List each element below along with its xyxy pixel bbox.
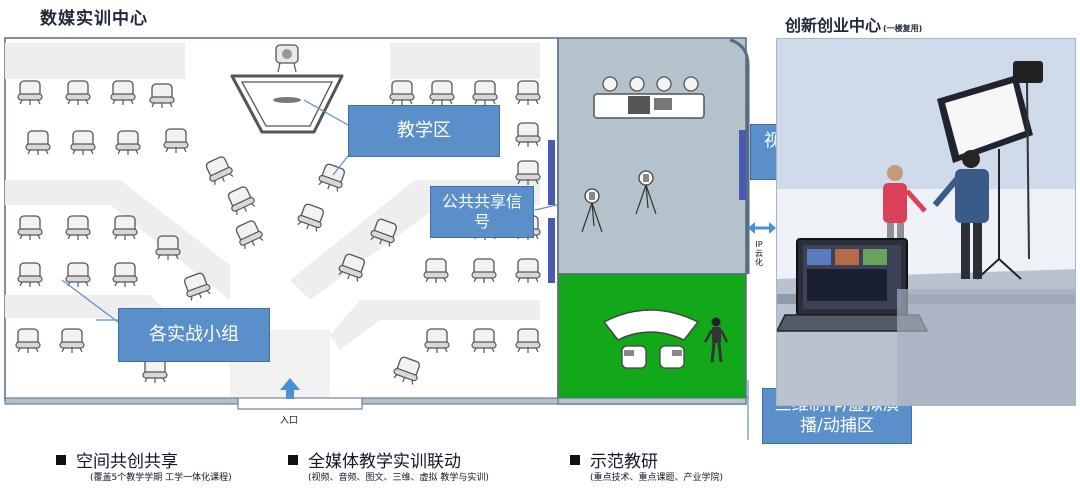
laptop-switcher-icon <box>777 238 929 332</box>
control-console <box>593 76 705 119</box>
title-innovation-center-text: 创新创业中心 <box>785 16 882 35</box>
chair <box>70 130 96 156</box>
chair <box>142 358 168 384</box>
softbox-light-icon <box>937 75 1033 280</box>
zone-label-teaching: 教学区 <box>348 105 500 157</box>
floor-rail-low-right <box>330 300 540 350</box>
chair <box>471 328 497 354</box>
zone-label-groups: 各实战小组 <box>118 308 270 362</box>
chair <box>515 258 541 284</box>
green-screen-stage <box>602 309 729 369</box>
studio-photo <box>776 38 1076 406</box>
bullet-3-sub: (重点技术、重点课题、产业学院) <box>590 473 724 483</box>
mocap-performer-icon <box>703 317 729 363</box>
chair <box>110 80 136 106</box>
floor-rail-top-left <box>5 43 185 79</box>
chair <box>112 262 138 288</box>
chair <box>471 258 497 284</box>
bullet-square-icon <box>288 455 298 465</box>
leader-line-groups <box>61 279 119 323</box>
chair <box>65 80 91 106</box>
chair <box>115 130 141 156</box>
chair <box>25 130 51 156</box>
floor-rail-low-left <box>5 295 185 340</box>
chair <box>424 328 450 354</box>
zone-label-public-signal: 公共共享信号 <box>430 186 534 238</box>
chair <box>155 235 181 261</box>
chair <box>515 160 541 186</box>
bullet-1-title: 空间共创共享 <box>76 452 178 472</box>
connector-bar-3 <box>739 130 746 200</box>
chair <box>17 215 43 241</box>
bottom-wall-right <box>557 397 747 405</box>
ip-double-arrow-icon <box>748 222 776 234</box>
bullet-2-title: 全媒体教学实训联动 <box>308 452 461 472</box>
teacher-desk <box>230 44 344 134</box>
chair <box>472 80 498 106</box>
chair <box>65 262 91 288</box>
studio-photo-drawing <box>777 39 1075 405</box>
floor-rail-diag-left <box>5 180 230 300</box>
chair <box>112 215 138 241</box>
bullet-square-icon <box>56 455 66 465</box>
chair <box>515 80 541 106</box>
connector-bar-2 <box>548 218 555 283</box>
spot-light-icon <box>1013 61 1043 260</box>
control-room <box>557 37 747 275</box>
entrance-arrow-icon <box>280 378 300 399</box>
chair <box>15 328 41 354</box>
chair <box>65 215 91 241</box>
chair <box>163 128 189 154</box>
title-digital-media-center: 数媒实训中心 <box>40 9 148 29</box>
chair <box>17 80 43 106</box>
floor-rail-top-right <box>390 43 540 79</box>
chair <box>17 262 43 288</box>
chair <box>149 83 175 109</box>
chair <box>515 122 541 148</box>
chair <box>423 258 449 284</box>
bullet-3-title: 示范教研 <box>590 452 658 472</box>
bullet-square-icon <box>570 455 580 465</box>
mocap-chair-icon <box>659 345 685 369</box>
title-innovation-center-note: (一楼复用) <box>883 24 923 33</box>
connector-bar-1 <box>548 140 555 205</box>
ip-cloud-label: IP云化 <box>755 240 763 268</box>
leader-line-teaching <box>303 99 349 126</box>
chair <box>515 328 541 354</box>
leader-line-teaching-2 <box>332 155 349 176</box>
chair <box>429 80 455 106</box>
chair <box>389 80 415 106</box>
entrance-label: 入口 <box>280 415 298 426</box>
mocap-chair-icon <box>621 345 647 369</box>
bullet-2: 全媒体教学实训联动 <box>288 447 461 472</box>
bullet-3: 示范教研 <box>570 447 658 472</box>
teacher-chair-icon <box>275 44 299 73</box>
presenter-right <box>932 150 989 279</box>
control-room-wall-curve <box>729 38 750 274</box>
bullet-2-sub: (视频、音频、图文、三维、虚拟 教学与实训) <box>308 473 489 483</box>
title-innovation-center: 创新创业中心(一楼复用) <box>785 12 922 36</box>
entrance-door <box>237 397 363 410</box>
bullet-1-sub: (覆盖5个教学学期 工学一体化课程) <box>90 473 232 483</box>
chair <box>59 328 85 354</box>
bullet-1: 空间共创共享 <box>56 447 178 472</box>
